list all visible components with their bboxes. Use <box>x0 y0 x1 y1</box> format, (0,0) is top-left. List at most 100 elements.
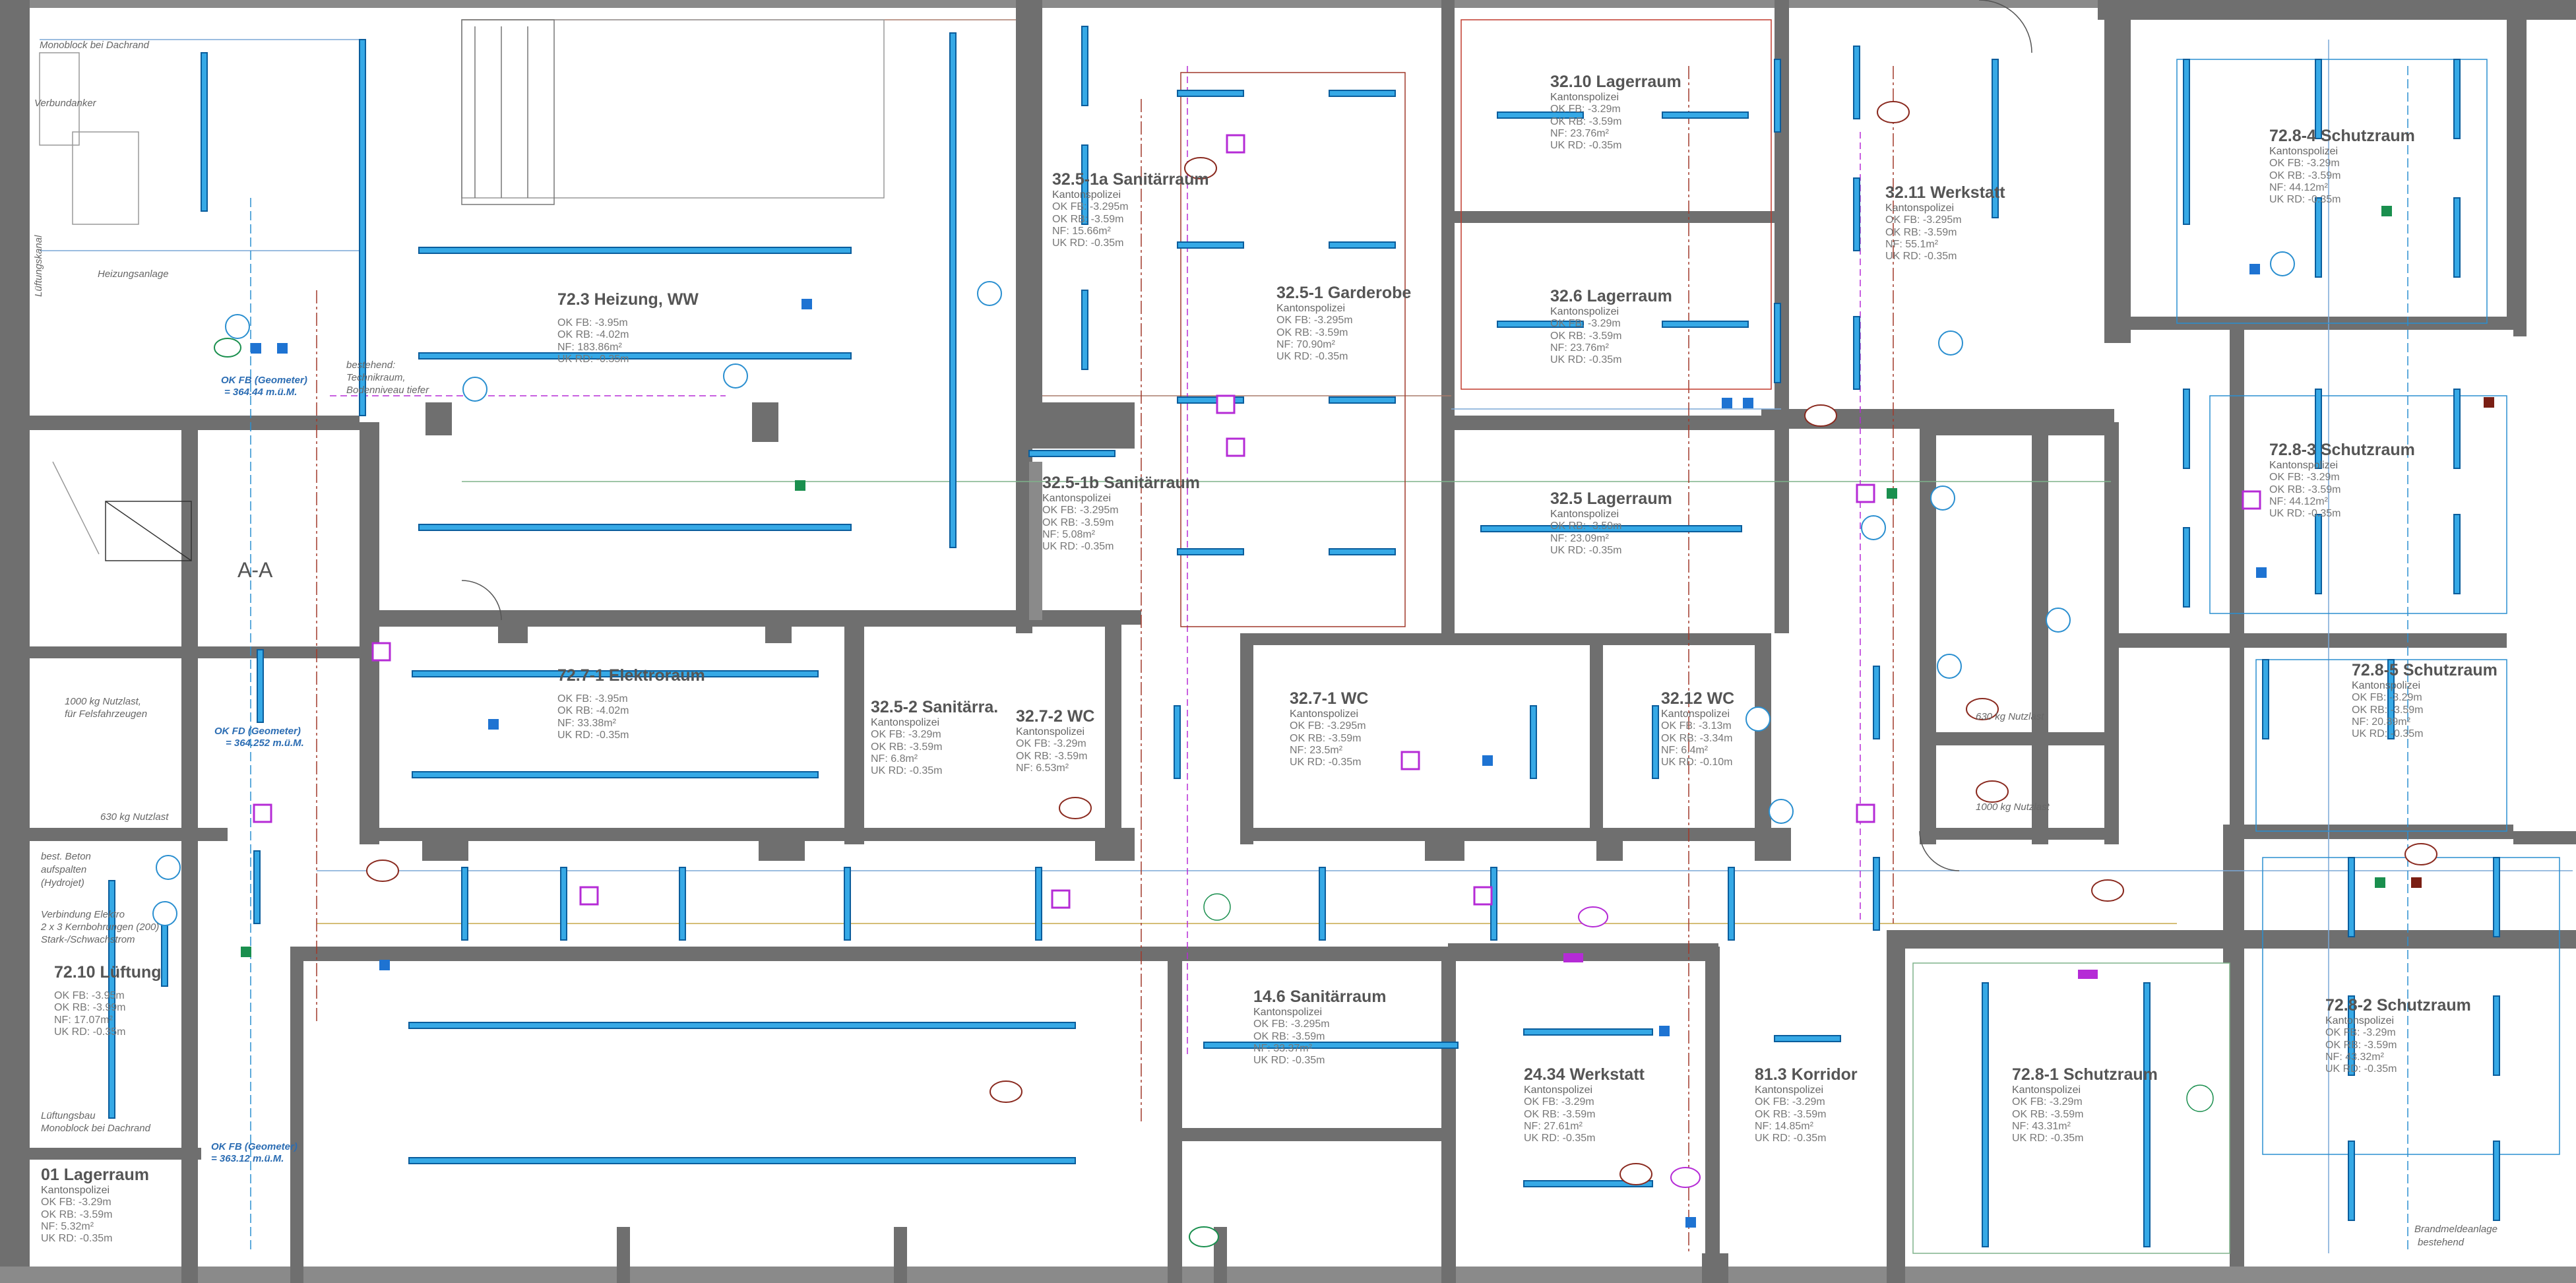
note-geometer-2b: = 364.252 m.ü.M. <box>226 737 304 749</box>
room-value: NF: 20.89m² <box>2352 716 2410 728</box>
room-value: OK RB: -3.59m <box>1550 115 1622 127</box>
note-kernbohrungen: 2 x 3 Kernbohrungen (200) <box>41 922 160 933</box>
room-owner: Kantonspolizei <box>871 716 940 728</box>
note-bestehend-2: bestehend <box>2418 1237 2465 1248</box>
room-name: 72.7-1 Elektroraum <box>557 666 705 685</box>
room-value: OK FB: -3.295m <box>1253 1018 1330 1030</box>
room-value: OK FB: -3.13m <box>1661 720 1732 732</box>
room-value: OK FB: -3.29m <box>1016 738 1086 750</box>
room-value: OK RB: -3.99m <box>54 1002 126 1014</box>
room-value: UK RD: -0.35m <box>1550 140 1622 152</box>
room-owner: Kantonspolizei <box>2269 145 2339 157</box>
room-value: OK RB: -3.59m <box>1016 750 1088 762</box>
room-owner: Kantonspolizei <box>2012 1084 2081 1096</box>
room-value: NF: 14.85m² <box>1755 1120 1813 1132</box>
note-verbundanker: Verbundanker <box>34 98 96 109</box>
room-value: UK RD: -0.35m <box>2012 1133 2084 1144</box>
room-name: 32.5-1b Sanitärraum <box>1042 474 1200 492</box>
room-name: 32.10 Lagerraum <box>1550 73 1681 91</box>
room-label: 72.3 Heizung, WW OK FB: -3.95m OK RB: -4… <box>557 290 699 365</box>
room-value: NF: 6.4m² <box>1661 744 1709 756</box>
room-value: NF: 70.90m² <box>1276 338 1335 350</box>
room-name: 32.11 Werkstatt <box>1885 183 2005 202</box>
room-name: 72.8-2 Schutzraum <box>2325 996 2471 1015</box>
room-value: NF: 23.76m² <box>1550 342 1609 354</box>
room-label: 32.10 Lagerraum Kantonspolizei OK FB: -3… <box>1550 73 1681 152</box>
room-value: NF: 33.37m² <box>1253 1042 1312 1054</box>
room-name: 72.8-3 Schutzraum <box>2269 441 2415 459</box>
room-owner: Kantonspolizei <box>1016 726 1085 737</box>
room-value: UK RD: -0.35m <box>1276 351 1348 363</box>
note-bestehend: bestehend: <box>346 360 396 371</box>
room-value: OK FB: -3.29m <box>41 1197 111 1208</box>
room-value: OK RB: -3.59m <box>1276 327 1348 338</box>
room-value: OK FB: -3.29m <box>1550 104 1621 115</box>
note-monoblock-dach: Monoblock bei Dachrand <box>41 1123 150 1134</box>
room-name: 32.6 Lagerraum <box>1550 287 1672 305</box>
room-name: 32.7-2 WC <box>1016 707 1095 726</box>
room-value: UK RD: -0.35m <box>871 765 943 777</box>
room-value: UK RD: -0.35m <box>1550 544 1622 556</box>
room-label: 32.12 WC Kantonspolizei OK FB: -3.13m OK… <box>1661 689 1734 769</box>
room-name: 72.8-4 Schutzraum <box>2269 127 2415 145</box>
room-label: 72.7-1 Elektroraum OK FB: -3.95m OK RB: … <box>557 666 705 741</box>
room-name: 72.3 Heizung, WW <box>557 290 699 309</box>
room-value: UK RD: -0.35m <box>1052 237 1124 249</box>
room-value: OK RB: -3.59m <box>1550 520 1622 532</box>
room-value: OK FB: -3.29m <box>2269 158 2340 170</box>
room-label: 72.10 Lüftung OK FB: -3.95m OK RB: -3.99… <box>54 963 162 1038</box>
vertical-light-fixtures <box>108 26 2500 1247</box>
tag-symbols <box>152 101 2437 1247</box>
room-value: NF: 55.1m² <box>1885 238 1939 250</box>
note-best-beton: best. Beton <box>41 851 91 862</box>
room-value: UK RD: -0.35m <box>1253 1055 1325 1067</box>
room-value: OK FB: -3.29m <box>1524 1096 1594 1108</box>
room-label: 32.5 Lagerraum Kantonspolizei OK RB: -3.… <box>1550 489 1672 557</box>
note-bodenniveau: Bodenniveau tiefer <box>346 385 429 396</box>
room-label: 72.8-3 Schutzraum Kantonspolizei OK FB: … <box>2269 441 2415 520</box>
room-name: 72.8-5 Schutzraum <box>2352 661 2497 679</box>
room-owner: Kantonspolizei <box>1885 202 1955 214</box>
room-value: UK RD: -0.35m <box>54 1026 126 1038</box>
room-owner: Kantonspolizei <box>1290 708 1359 720</box>
room-owner: Kantonspolizei <box>1276 302 1346 314</box>
room-name: 32.12 WC <box>1661 689 1735 708</box>
room-value: OK RB: -3.59m <box>2325 1039 2397 1051</box>
room-name: 72.10 Lüftung <box>54 963 162 982</box>
room-owner: Kantonspolizei <box>1661 708 1730 720</box>
room-name: 32.5-2 Sanitärra. <box>871 698 999 716</box>
note-nutzlast-630: 630 kg Nutzlast <box>100 811 169 823</box>
room-value: OK FB: -3.95m <box>557 693 628 704</box>
room-value: OK RB: -3.59m <box>2352 704 2424 716</box>
room-value: NF: 5.08m² <box>1042 528 1096 540</box>
room-value: NF: 33.38m² <box>557 717 616 729</box>
room-value: OK RB: -3.59m <box>2269 170 2341 181</box>
room-owner: Kantonspolizei <box>2325 1015 2395 1026</box>
room-value: OK RB: -3.59m <box>871 741 943 753</box>
room-value: OK RB: -3.59m <box>1550 330 1622 342</box>
room-value: OK FB: -3.295m <box>1885 214 1962 226</box>
room-value: NF: 183.86m² <box>557 341 622 353</box>
room-value: OK RB: -4.02m <box>557 705 629 717</box>
room-value: OK FB: -3.95m <box>557 317 628 329</box>
room-value: NF: 5.32m² <box>41 1220 94 1232</box>
room-label: 72.8-1 Schutzraum Kantonspolizei OK FB: … <box>2012 1065 2158 1145</box>
room-owner: Kantonspolizei <box>41 1184 110 1196</box>
room-owner: Kantonspolizei <box>1550 508 1619 520</box>
room-value: UK RD: -0.10m <box>1661 757 1733 768</box>
room-value: OK FB: -3.29m <box>2269 472 2340 484</box>
room-value: UK RD: -0.35m <box>557 353 629 365</box>
room-label: 32.5-2 Sanitärra. Kantonspolizei OK FB: … <box>871 698 998 778</box>
room-label: 14.6 Sanitärraum Kantonspolizei OK FB: -… <box>1253 987 1387 1067</box>
note-hydrojet: (Hydrojet) <box>41 877 84 889</box>
note-felsfahrzeugen: für Felsfahrzeugen <box>65 708 148 720</box>
note-monoblock: Monoblock bei Dachrand <box>40 40 149 51</box>
room-name: 32.5 Lagerraum <box>1550 489 1672 508</box>
note-nutzlast-1000b: 1000 kg Nutzlast <box>1976 801 2050 813</box>
room-owner: Kantonspolizei <box>1253 1006 1323 1018</box>
light-fixtures <box>408 90 1841 1187</box>
room-owner: Kantonspolizei <box>1042 492 1112 504</box>
room-name: 01 Lagerraum <box>41 1166 149 1184</box>
room-label: 32.6 Lagerraum Kantonspolizei OK FB: -3.… <box>1550 287 1672 367</box>
